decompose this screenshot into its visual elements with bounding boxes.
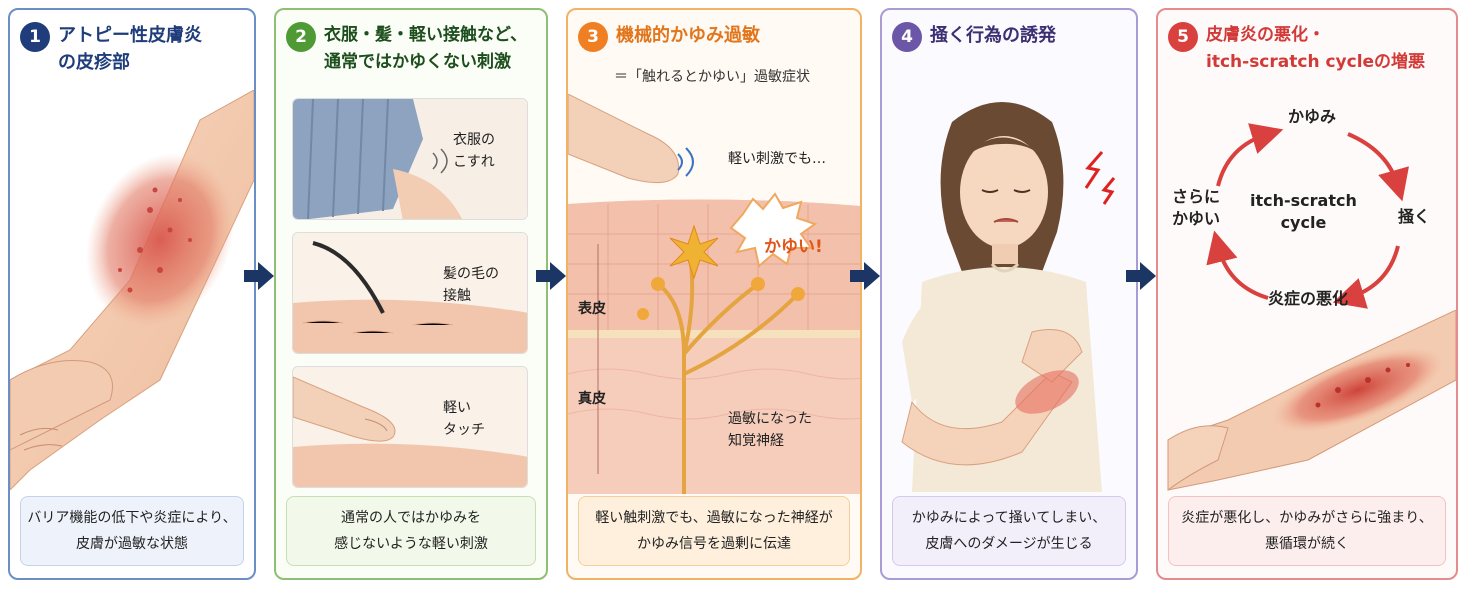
cycle-arrows-diagram <box>1206 123 1409 309</box>
panel-2-title: 衣服・髪・軽い接触など、 通常ではかゆくない刺激 <box>324 25 528 72</box>
finger-touch-illustration <box>293 367 527 487</box>
panel-5-title: 皮膚炎の悪化・ itch-scratch cycleの増悪 <box>1206 25 1426 72</box>
flow-arrow-3 <box>850 262 880 290</box>
step-5-badge: 5 <box>1168 22 1198 52</box>
flow-arrow-4 <box>1126 262 1156 290</box>
cycle-node-scratch: 掻く <box>1398 207 1431 226</box>
hair-strand-illustration <box>293 233 527 353</box>
panel-1-title: アトピー性皮膚炎 の皮疹部 <box>58 25 202 73</box>
panel-4-title: 掻く行為の誘発 <box>930 25 1056 46</box>
flow-arrow-1 <box>244 262 274 290</box>
panel-3-mechanical-itch: 3 機械的かゆみ過敏 ＝「触れるとかゆい」過敏症状 軽い刺激でも… かゆい! 表… <box>566 8 862 580</box>
panel-5-caption: 炎症が悪化し、かゆみがさらに強まり、 悪循環が続く <box>1168 496 1446 566</box>
panel-3-caption: 軽い触刺激でも、過敏になった神経が かゆみ信号を過剰に伝達 <box>578 496 850 566</box>
label-dermis: 真皮 <box>578 391 606 407</box>
step-2-badge: 2 <box>286 22 316 52</box>
label-sensitized-nerve: 過敏になった 知覚神経 <box>728 411 812 449</box>
cycle-center-label: itch-scratch cycle <box>1250 191 1357 232</box>
panel-2-caption: 通常の人ではかゆみを 感じないような軽い刺激 <box>286 496 536 566</box>
label-epidermis: 表皮 <box>578 301 606 317</box>
panel-4-caption: かゆみによって掻いてしまい、 皮膚へのダメージが生じる <box>892 496 1126 566</box>
label-light-touch: 軽い タッチ <box>443 400 485 438</box>
label-clothing-rub: 衣服の こすれ <box>453 132 495 170</box>
scratching-woman-illustration <box>901 102 1116 492</box>
flow-arrow-2 <box>536 262 566 290</box>
step-3-badge: 3 <box>578 22 608 52</box>
panel-5-itch-scratch-cycle: 5 皮膚炎の悪化・ itch-scratch cycleの増悪 かゆみ 掻く 炎… <box>1156 8 1458 580</box>
panel-2-header: 2 衣服・髪・軽い接触など、 通常ではかゆくない刺激 <box>286 22 540 76</box>
panel-3-header: 3 機械的かゆみ過敏 <box>578 22 854 52</box>
panel-3-subtitle: ＝「触れるとかゆい」過敏症状 <box>614 69 810 85</box>
panel-2-light-stimuli: 2 衣服・髪・軽い接触など、 通常ではかゆくない刺激 衣服の こすれ 髪の毛の … <box>274 8 548 580</box>
panel-4-header: 4 掻く行為の誘発 <box>892 22 1130 52</box>
cycle-node-itch: かゆみ <box>1288 107 1337 126</box>
inflamed-forearm-illustration <box>10 90 254 490</box>
label-hair-contact: 髪の毛の 接触 <box>443 266 499 304</box>
subpanel-hair-contact: 髪の毛の 接触 <box>292 232 528 354</box>
worsened-forearm-illustration <box>1167 310 1456 491</box>
cycle-node-inflammation: 炎症の悪化 <box>1268 289 1349 308</box>
skin-cross-section-illustration <box>568 94 860 494</box>
panel-5-header: 5 皮膚炎の悪化・ itch-scratch cycleの増悪 <box>1168 22 1450 76</box>
sleeve-rubbing-illustration <box>293 99 527 219</box>
step-1-badge: 1 <box>20 22 50 52</box>
subpanel-light-touch: 軽い タッチ <box>292 366 528 488</box>
panel-1-atopic-lesion: 1 アトピー性皮膚炎 の皮疹部 バリア機能の低下や炎症により、 皮膚が過敏な状態 <box>8 8 256 580</box>
label-stimulus: 軽い刺激でも… <box>728 151 826 167</box>
panel-4-scratching: 4 掻く行為の誘発 かゆみによって掻いてしまい、 皮膚へのダメージが生じる <box>880 8 1138 580</box>
step-4-badge: 4 <box>892 22 922 52</box>
panel-3-title: 機械的かゆみ過敏 <box>616 25 760 46</box>
panel-1-header: 1 アトピー性皮膚炎 の皮疹部 <box>20 22 248 76</box>
label-itchy: かゆい! <box>764 237 823 257</box>
cycle-node-more-itch: さらに かゆい <box>1172 187 1221 228</box>
panel-1-caption: バリア機能の低下や炎症により、 皮膚が過敏な状態 <box>20 496 244 566</box>
subpanel-clothing-rub: 衣服の こすれ <box>292 98 528 220</box>
